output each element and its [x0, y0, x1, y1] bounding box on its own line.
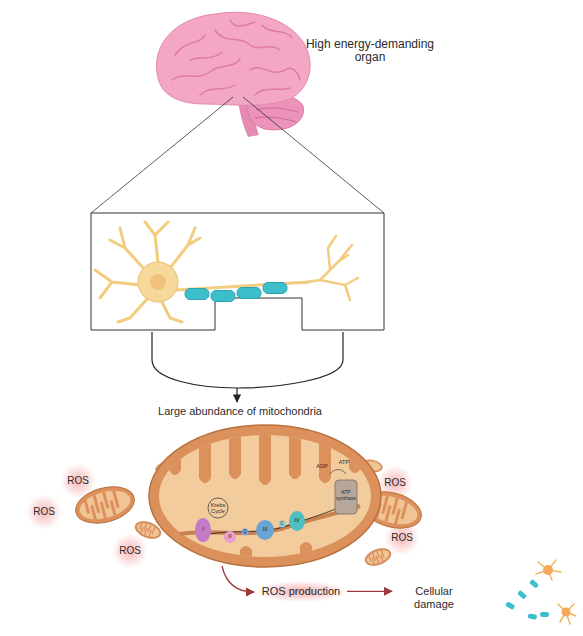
mito-cristae [84, 489, 120, 522]
myelin-fragment [517, 590, 527, 600]
brace-line [152, 332, 343, 388]
mito-cristae [368, 550, 385, 566]
process-box: ROS production [255, 581, 347, 602]
myelin-sheath [211, 291, 235, 302]
neuron-illustration [95, 222, 358, 322]
complex-ii [224, 531, 236, 543]
mitochondrion [149, 420, 381, 575]
ubiquinone [242, 529, 249, 536]
complex-iii [256, 520, 274, 540]
crista [180, 542, 312, 575]
zoom-frame [91, 213, 384, 330]
mito-inner [77, 486, 134, 525]
mito-outer [72, 481, 139, 529]
brain-illustration [157, 12, 311, 137]
ros-glow [112, 533, 148, 569]
production-arrow [222, 566, 254, 592]
flow-arrow [347, 591, 392, 592]
cerebellum-folds [254, 108, 298, 122]
ros-label: ROS [63, 475, 93, 486]
brain-gyri [172, 20, 300, 95]
complex-label: I [197, 526, 209, 533]
dendrite [95, 222, 200, 322]
mito-cristae [138, 522, 155, 538]
crista [169, 420, 361, 485]
enzyme-label: ATP synthase [334, 490, 358, 501]
complex-i [195, 518, 211, 542]
pathway-label: Krebs Cycle [206, 502, 230, 514]
myelin-sheath [263, 283, 287, 294]
atp-arrow [330, 470, 346, 475]
cytochrome-c [279, 521, 286, 528]
cerebrum [157, 12, 311, 105]
complex-label: III [258, 526, 272, 533]
ros-label: ROS [387, 532, 417, 543]
small-mitochondrion [72, 481, 139, 529]
myelin-sheath [237, 288, 261, 299]
myelin-fragment [540, 612, 549, 617]
down-arrow [236, 388, 237, 402]
ros-label: ROS [380, 477, 410, 488]
molecule-label: ATP [334, 459, 354, 465]
zoom-line [91, 97, 384, 213]
section-label: Large abundance of mitochondria [130, 405, 350, 417]
node-text: Cellular damage [394, 585, 474, 610]
ros-label: ROS [29, 506, 59, 517]
axon-terminal [300, 236, 358, 300]
molecule-label: ADP [312, 463, 332, 469]
dendrite [558, 604, 576, 624]
myelin-fragment [505, 601, 515, 610]
dendrite [536, 560, 561, 580]
complex-iv [289, 511, 305, 531]
cell-body [138, 262, 178, 302]
damaged-neuron [505, 560, 576, 624]
process-box: Cellular damage [392, 581, 476, 614]
complex-label: II [224, 533, 236, 540]
cristae [169, 420, 361, 575]
ros-label: ROS [115, 545, 145, 556]
carrier-label: Q [241, 529, 249, 535]
atp-synthase [335, 480, 357, 514]
myelin-sheath [185, 289, 209, 300]
carrier-label: C [278, 521, 286, 527]
cell-body [562, 608, 571, 617]
mito-inner [365, 548, 391, 567]
node-text: ROS production [257, 585, 345, 598]
ros-glow [26, 494, 62, 530]
mito-outer [363, 545, 394, 569]
cell-body [543, 565, 553, 575]
myelin-fragment [528, 613, 538, 619]
small-mitochondrion [363, 545, 394, 569]
nucleus [150, 274, 166, 290]
organ-label: High energy-demanding organ [300, 38, 440, 65]
complex-label: IV [290, 517, 304, 524]
myelin-fragment [529, 579, 539, 589]
